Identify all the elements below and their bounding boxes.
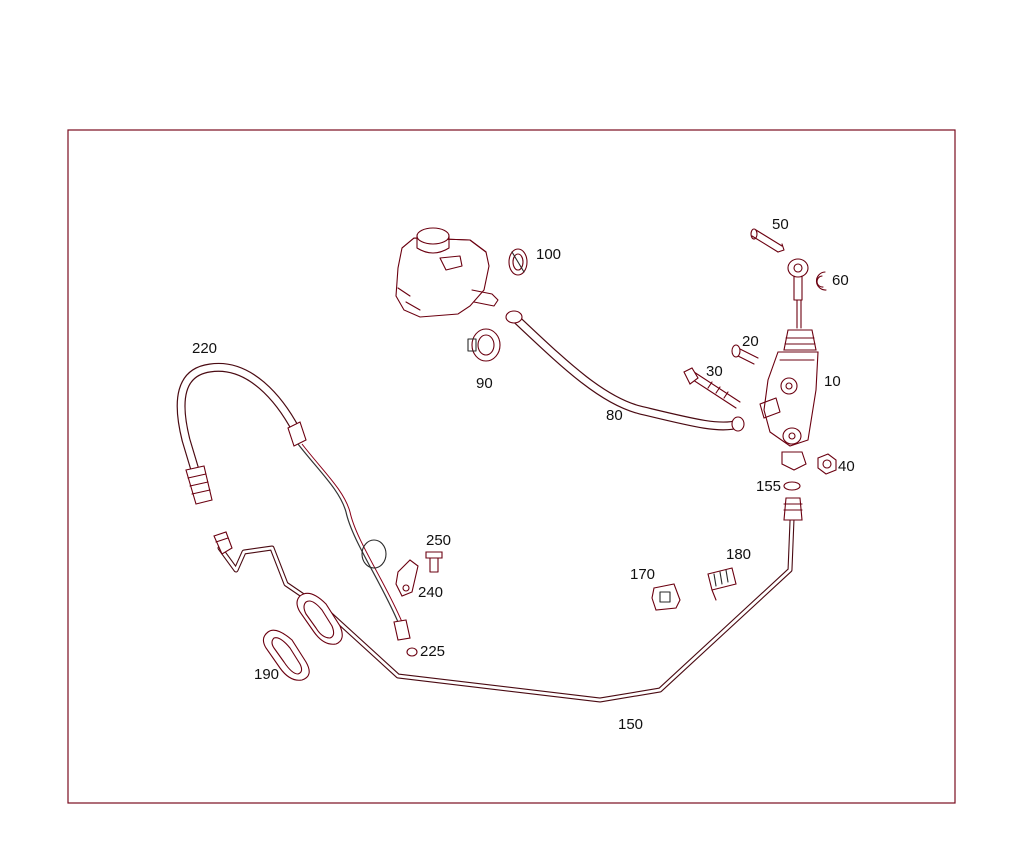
label-220: 220 bbox=[192, 340, 217, 357]
label-30: 30 bbox=[706, 363, 723, 380]
label-155: 155 bbox=[756, 478, 781, 495]
diagram-frame bbox=[67, 129, 956, 804]
label-170: 170 bbox=[630, 566, 655, 583]
part-80-hose bbox=[505, 310, 745, 432]
part-20-bolt bbox=[731, 344, 759, 365]
part-225-sensor-cable bbox=[297, 443, 418, 657]
fluid-reservoir bbox=[395, 227, 499, 318]
label-90: 90 bbox=[476, 375, 493, 392]
label-180: 180 bbox=[726, 546, 751, 563]
label-150: 150 bbox=[618, 716, 643, 733]
part-30-bolt bbox=[683, 367, 741, 409]
part-220-hose bbox=[176, 362, 307, 505]
label-100: 100 bbox=[536, 246, 561, 263]
label-50: 50 bbox=[772, 216, 789, 233]
part-170-clip bbox=[651, 583, 681, 611]
label-225: 225 bbox=[420, 643, 445, 660]
part-10-master-cylinder bbox=[759, 258, 819, 471]
label-240: 240 bbox=[418, 584, 443, 601]
label-40: 40 bbox=[838, 458, 855, 475]
part-155-o-ring bbox=[783, 481, 801, 491]
label-10: 10 bbox=[824, 373, 841, 390]
part-180-clip bbox=[707, 567, 737, 601]
part-190-grommet bbox=[262, 629, 310, 681]
part-240-bracket bbox=[395, 559, 419, 597]
label-250: 250 bbox=[426, 532, 451, 549]
label-20: 20 bbox=[742, 333, 759, 350]
part-90-plug bbox=[467, 328, 501, 362]
label-190: 190 bbox=[254, 666, 279, 683]
label-60: 60 bbox=[832, 272, 849, 289]
line-grommet bbox=[296, 592, 343, 645]
part-60-clip bbox=[815, 271, 827, 291]
part-100-seal bbox=[508, 248, 528, 276]
part-number-labels: 50 60 100 20 10 30 90 80 40 155 220 250 … bbox=[192, 216, 855, 733]
part-40-nut bbox=[817, 453, 837, 475]
part-250-screw bbox=[425, 551, 443, 573]
part-50-pin bbox=[750, 228, 785, 253]
label-80: 80 bbox=[606, 407, 623, 424]
